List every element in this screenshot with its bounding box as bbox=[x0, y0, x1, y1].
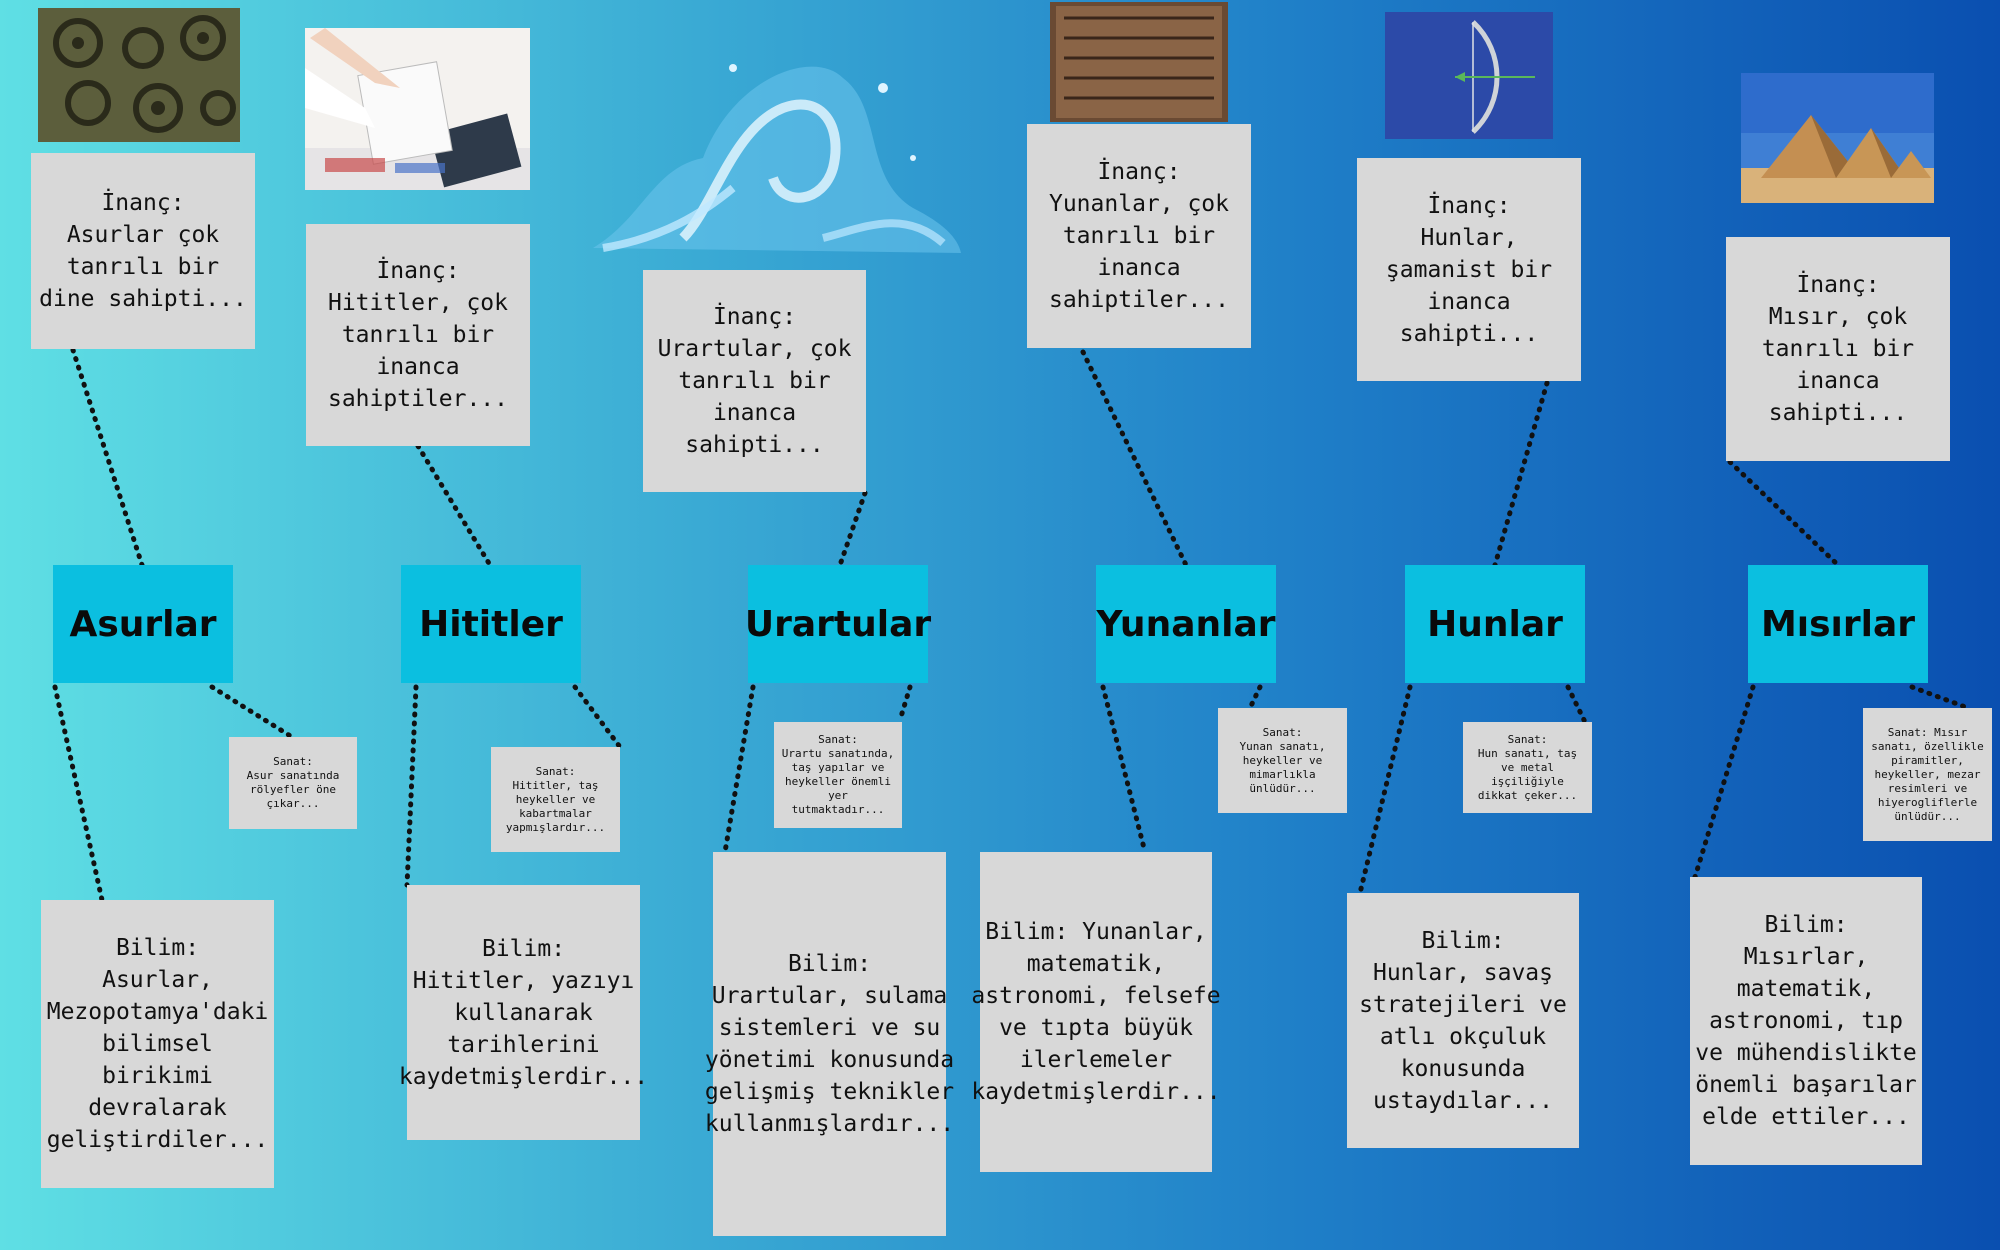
art-box-urartular: Sanat: Urartu sanatında, taş yapılar ve … bbox=[774, 722, 902, 828]
belief-box-misirlar: İnanç: Mısır, çok tanrılı bir inanca sah… bbox=[1726, 237, 1950, 461]
science-box-urartular: Bilim: Urartular, sulama sistemleri ve s… bbox=[705, 852, 954, 1236]
belief-box-asurlar: İnanç: Asurlar çok tanrılı bir dine sahi… bbox=[31, 153, 255, 349]
science-box-yunanlar: Bilim: Yunanlar, matematik, astronomi, f… bbox=[971, 852, 1221, 1172]
bow-and-arrow-image bbox=[1385, 12, 1553, 139]
greek-inscription-tablet-image bbox=[1050, 2, 1228, 122]
art-box-hunlar: Sanat: Hun sanatı, taş ve metal işçiliği… bbox=[1463, 722, 1592, 813]
belief-box-urartular: İnanç: Urartular, çok tanrılı bir inanca… bbox=[643, 270, 866, 492]
art-box-asurlar: Sanat: Asur sanatında rölyefler öne çıka… bbox=[229, 737, 357, 829]
title-box-misirlar: Mısırlar bbox=[1748, 565, 1928, 683]
title-box-asurlar: Asurlar bbox=[53, 565, 233, 683]
pyramids-image bbox=[1741, 73, 1934, 203]
science-box-asurlar: Bilim: Asurlar, Mezopotamya'daki bilimse… bbox=[41, 900, 274, 1188]
belief-box-hititler: İnanç: Hititler, çok tanrılı bir inanca … bbox=[306, 224, 530, 446]
science-box-hunlar: Bilim: Hunlar, savaş stratejileri ve atl… bbox=[1347, 893, 1579, 1148]
writing-document-image bbox=[305, 28, 530, 190]
science-box-hititler: Bilim: Hititler, yazıyı kullanarak tarih… bbox=[399, 885, 648, 1140]
water-splash-image bbox=[583, 38, 963, 258]
title-box-urartular: Urartular bbox=[745, 565, 931, 683]
belief-box-hunlar: İnanç: Hunlar, şamanist bir inanca sahip… bbox=[1357, 158, 1581, 381]
science-box-misirlar: Bilim: Mısırlar, matematik, astronomi, t… bbox=[1690, 877, 1922, 1165]
title-box-yunanlar: Yunanlar bbox=[1096, 565, 1276, 683]
belief-box-yunanlar: İnanç: Yunanlar, çok tanrılı bir inanca … bbox=[1027, 124, 1251, 348]
carved-relief-stone-image bbox=[38, 8, 240, 142]
title-box-hititler: Hititler bbox=[401, 565, 581, 683]
title-box-hunlar: Hunlar bbox=[1405, 565, 1585, 683]
art-box-hititler: Sanat: Hititler, taş heykeller ve kabart… bbox=[491, 747, 620, 852]
art-box-misirlar: Sanat: Mısır sanatı, özellikle piramitle… bbox=[1863, 708, 1992, 841]
art-box-yunanlar: Sanat: Yunan sanatı, heykeller ve mimarl… bbox=[1218, 708, 1347, 813]
